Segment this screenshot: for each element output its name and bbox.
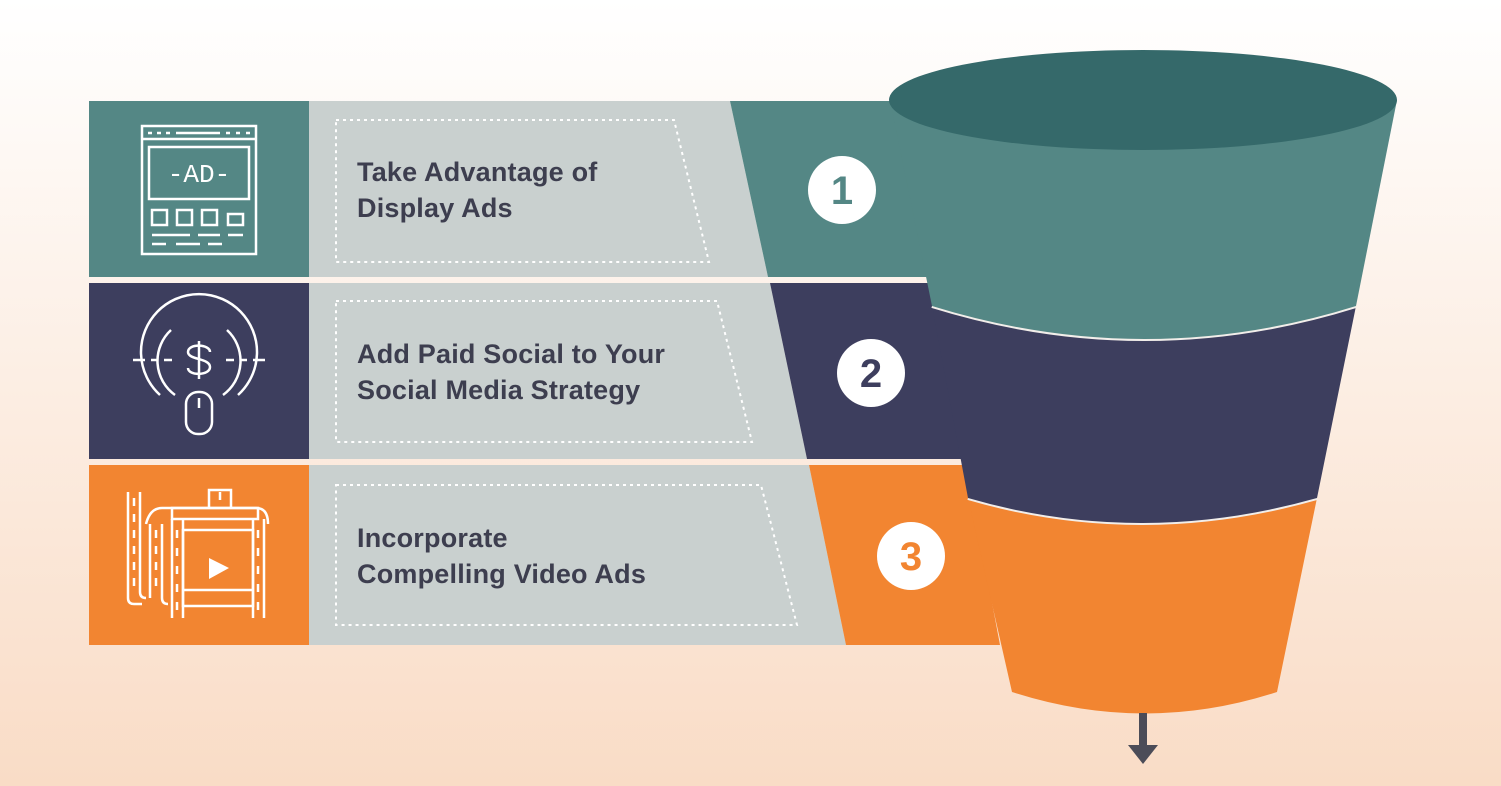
step-2-badge xyxy=(837,339,905,407)
funnel-section-3 xyxy=(968,498,1317,714)
step-1-label: Take Advantage of Display Ads xyxy=(357,154,597,226)
step-3-label: Incorporate Compelling Video Ads xyxy=(357,520,646,592)
funnel-section-1 xyxy=(890,100,1397,339)
row-3-panel xyxy=(309,465,846,645)
step-1-badge xyxy=(808,156,876,224)
step-2-number: 2 xyxy=(860,352,882,396)
step-2-label-line-2: Social Media Strategy xyxy=(357,375,641,405)
funnel-section-2 xyxy=(932,306,1356,523)
row-2-panel xyxy=(309,283,807,459)
row-1-dashed-box xyxy=(335,119,711,263)
dollar-mouse-icon xyxy=(133,292,265,436)
step-1-number: 1 xyxy=(831,169,853,213)
ad-icon-text: -AD- xyxy=(168,160,230,190)
step-3-badge xyxy=(877,522,945,590)
step-1-label-line-1: Take Advantage of xyxy=(357,157,598,187)
step-3-label-line-2: Compelling Video Ads xyxy=(357,559,647,589)
row-3-dashed-box xyxy=(335,484,799,626)
step-3-label-line-1: Incorporate xyxy=(357,523,508,553)
step-2-label-line-1: Add Paid Social to Your xyxy=(357,339,666,369)
row-2-dashed-box xyxy=(335,300,754,443)
funnel-top-opening xyxy=(889,50,1397,150)
play-icon xyxy=(209,558,229,579)
step-2-label: Add Paid Social to Your Social Media Str… xyxy=(357,336,665,408)
row-1-icon-box xyxy=(89,101,309,277)
ad-window-icon xyxy=(140,124,258,256)
step-3-number: 3 xyxy=(900,535,922,579)
row-1-panel xyxy=(309,101,768,277)
row-3-icon-box xyxy=(89,465,309,645)
down-arrow-icon xyxy=(1128,713,1158,764)
step-1-label-line-2: Display Ads xyxy=(357,193,513,223)
video-film-icon xyxy=(126,488,270,618)
